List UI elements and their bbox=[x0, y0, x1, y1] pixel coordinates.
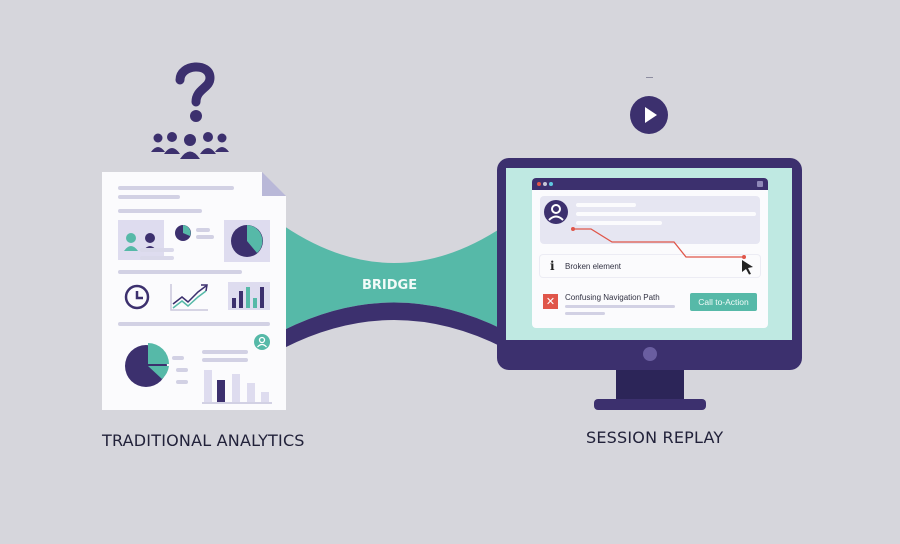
small-pie-icon bbox=[174, 224, 192, 242]
broken-element-text: Broken element bbox=[565, 262, 622, 271]
user-circle-icon bbox=[254, 334, 270, 350]
pie-chart-icon bbox=[224, 220, 270, 262]
monitor-camera-dot bbox=[643, 347, 657, 361]
dash-mark bbox=[646, 77, 653, 78]
navigation-path-line bbox=[560, 222, 760, 272]
window-max-dot[interactable] bbox=[549, 182, 553, 186]
clock-icon bbox=[122, 282, 152, 312]
error-icon: ✕ bbox=[543, 294, 558, 309]
monitor-stand-base bbox=[594, 399, 706, 410]
window-min-dot[interactable] bbox=[543, 182, 547, 186]
column-chart-icon bbox=[202, 366, 272, 406]
browser-titlebar bbox=[532, 178, 768, 190]
broken-element-row[interactable]: i Broken element bbox=[540, 255, 760, 277]
mouse-cursor-icon bbox=[741, 259, 755, 275]
confusing-path-text: Confusing Navigation Path bbox=[565, 293, 660, 302]
analytics-report-document bbox=[102, 172, 286, 410]
traditional-analytics-label: TRADITIONAL ANALYTICS bbox=[102, 431, 305, 450]
people-group-icon bbox=[150, 128, 230, 160]
avatar-icon bbox=[544, 200, 568, 224]
question-mark-icon bbox=[170, 58, 220, 128]
info-icon: i bbox=[550, 259, 555, 273]
play-button-icon[interactable] bbox=[630, 96, 668, 134]
session-replay-label: SESSION REPLAY bbox=[586, 428, 724, 447]
profile-card bbox=[540, 196, 760, 244]
user-group-icon bbox=[118, 220, 164, 260]
bar-chart-icon bbox=[228, 282, 270, 310]
call-to-action-button[interactable]: Call to-Action bbox=[690, 293, 757, 311]
large-pie-icon bbox=[124, 342, 172, 390]
bridge-label: BRIDGE bbox=[362, 278, 418, 293]
line-trend-icon bbox=[170, 282, 210, 312]
page-fold bbox=[262, 172, 286, 196]
bridge-shape bbox=[284, 200, 504, 360]
monitor-neck bbox=[616, 370, 684, 400]
window-close-dot[interactable] bbox=[537, 182, 541, 186]
window-menu-icon[interactable] bbox=[757, 181, 763, 187]
